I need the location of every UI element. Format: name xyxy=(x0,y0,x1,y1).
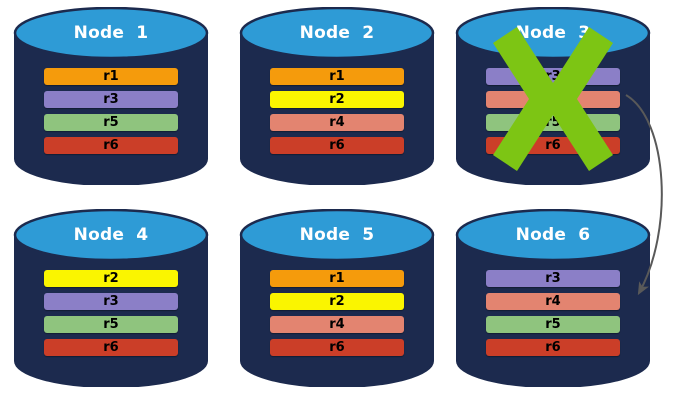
replica-list: r3 r4 r5 r6 xyxy=(486,68,620,160)
replica-bar[interactable]: r6 xyxy=(486,339,620,356)
cylinder-top-ellipse xyxy=(239,7,435,60)
replica-label: r5 xyxy=(545,317,561,332)
replica-label: r4 xyxy=(545,92,561,107)
replica-bar[interactable]: r5 xyxy=(486,316,620,333)
replica-bar[interactable]: r4 xyxy=(486,91,620,108)
replica-bar[interactable]: r5 xyxy=(486,114,620,131)
replica-bar[interactable]: r3 xyxy=(486,270,620,287)
replica-bar[interactable]: r1 xyxy=(44,68,178,85)
replica-list: r2 r3 r5 r6 xyxy=(44,270,178,362)
replica-label: r5 xyxy=(103,115,119,130)
replica-label: r4 xyxy=(329,115,345,130)
replica-list: r1 r3 r5 r6 xyxy=(44,68,178,160)
replica-label: r2 xyxy=(329,294,345,309)
replica-label: r4 xyxy=(329,317,345,332)
replica-label: r6 xyxy=(329,138,345,153)
replica-bar[interactable]: r2 xyxy=(270,91,404,108)
replica-bar[interactable]: r6 xyxy=(486,137,620,154)
replica-label: r1 xyxy=(329,271,345,286)
replica-bar[interactable]: r1 xyxy=(270,68,404,85)
replica-label: r1 xyxy=(103,69,119,84)
replica-bar[interactable]: r3 xyxy=(486,68,620,85)
replica-label: r3 xyxy=(103,92,119,107)
replica-label: r6 xyxy=(545,340,561,355)
cylinder-top-ellipse xyxy=(13,209,209,262)
cylinder-top-ellipse xyxy=(455,209,651,262)
replica-list: r1 r2 r4 r6 xyxy=(270,270,404,362)
replica-label: r5 xyxy=(103,317,119,332)
replica-label: r1 xyxy=(329,69,345,84)
replica-bar[interactable]: r1 xyxy=(270,270,404,287)
replica-bar[interactable]: r6 xyxy=(270,137,404,154)
replica-bar[interactable]: r3 xyxy=(44,293,178,310)
replica-bar[interactable]: r3 xyxy=(44,91,178,108)
replica-label: r6 xyxy=(103,340,119,355)
replica-bar[interactable]: r4 xyxy=(270,316,404,333)
replica-label: r3 xyxy=(103,294,119,309)
replica-bar[interactable]: r4 xyxy=(270,114,404,131)
replica-label: r2 xyxy=(329,92,345,107)
cylinder-top-ellipse xyxy=(13,7,209,60)
replica-bar[interactable]: r6 xyxy=(44,137,178,154)
cylinder-top-ellipse xyxy=(239,209,435,262)
replica-label: r6 xyxy=(103,138,119,153)
replica-label: r4 xyxy=(545,294,561,309)
replica-bar[interactable]: r6 xyxy=(44,339,178,356)
replica-label: r2 xyxy=(103,271,119,286)
replica-label: r3 xyxy=(545,69,561,84)
replica-list: r3 r4 r5 r6 xyxy=(486,270,620,362)
replica-label: r6 xyxy=(329,340,345,355)
replica-label: r6 xyxy=(545,138,561,153)
replica-bar[interactable]: r2 xyxy=(270,293,404,310)
replica-bar[interactable]: r6 xyxy=(270,339,404,356)
replica-bar[interactable]: r2 xyxy=(44,270,178,287)
replica-bar[interactable]: r5 xyxy=(44,316,178,333)
cylinder-top-ellipse xyxy=(455,7,651,60)
replica-list: r1 r2 r4 r6 xyxy=(270,68,404,160)
replica-label: r3 xyxy=(545,271,561,286)
replica-bar[interactable]: r5 xyxy=(44,114,178,131)
replica-bar[interactable]: r4 xyxy=(486,293,620,310)
replica-label: r5 xyxy=(545,115,561,130)
